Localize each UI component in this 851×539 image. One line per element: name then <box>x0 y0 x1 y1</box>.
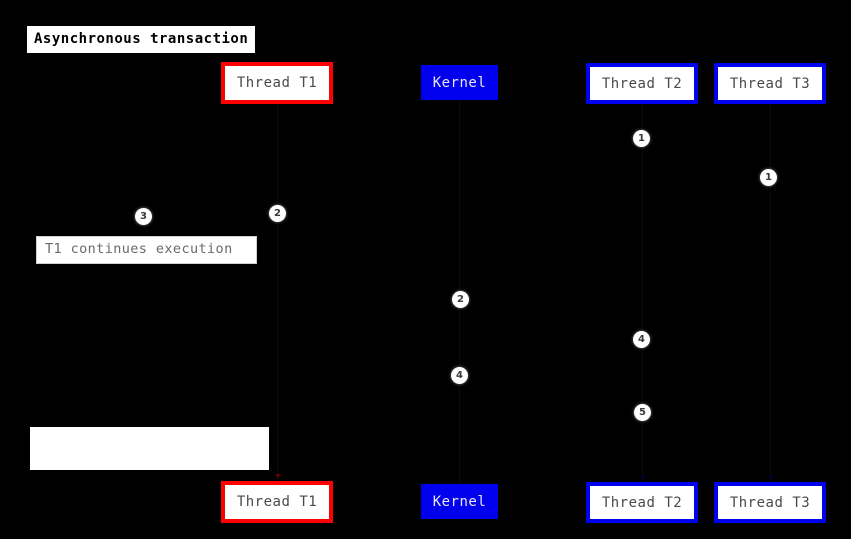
step-badge-8: 5 <box>634 404 651 421</box>
participant-top-thread-t1[interactable]: Thread T1 <box>221 62 333 104</box>
step-badge-5: 2 <box>452 291 469 308</box>
step-badge-7: 4 <box>451 367 468 384</box>
step-badge-2: 1 <box>760 169 777 186</box>
note-box-t1-continues-execution: T1 continues execution <box>36 236 257 264</box>
diagram-title: Asynchronous transaction <box>27 26 256 53</box>
arrow-stub-4-icon <box>275 474 281 478</box>
step-badge-3: 3 <box>135 208 152 225</box>
participant-bottom-kernel[interactable]: Kernel <box>421 484 498 519</box>
participant-bottom-thread-t1[interactable]: Thread T1 <box>221 481 333 523</box>
arrow-stub-5-icon <box>640 476 646 480</box>
step-badge-1: 1 <box>633 130 650 147</box>
lifeline-1 <box>277 104 278 481</box>
participant-top-thread-t3[interactable]: Thread T3 <box>714 63 826 104</box>
participant-bottom-thread-t2[interactable]: Thread T2 <box>586 482 698 523</box>
arrow-stub-6-icon <box>768 476 774 480</box>
step-badge-6: 4 <box>633 331 650 348</box>
participant-bottom-thread-t3[interactable]: Thread T3 <box>714 482 826 523</box>
lifeline-3 <box>642 104 643 482</box>
step-badge-4: 2 <box>269 205 286 222</box>
lifeline-4 <box>770 104 771 482</box>
participant-top-thread-t2[interactable]: Thread T2 <box>586 63 698 104</box>
participant-top-kernel[interactable]: Kernel <box>421 65 498 100</box>
note-box-empty <box>30 427 269 470</box>
